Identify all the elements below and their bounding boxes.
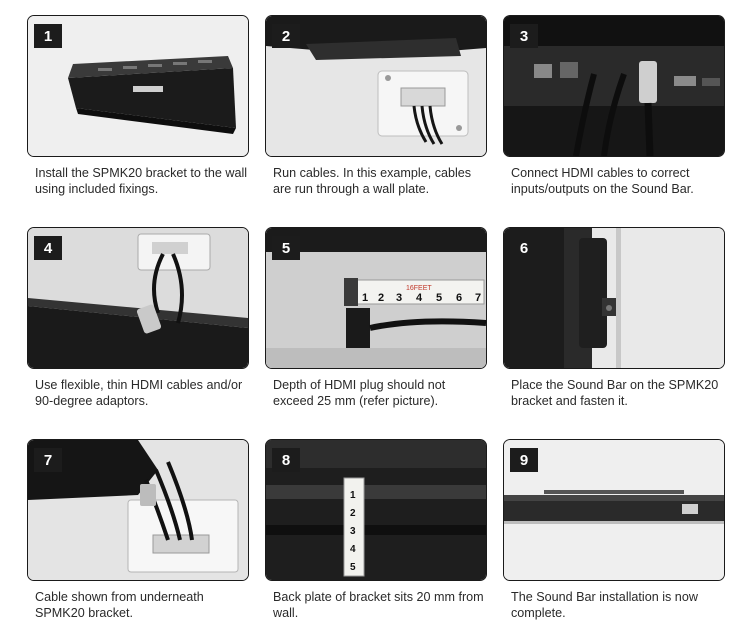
step-7-number: 7 xyxy=(34,448,62,472)
step-4-number: 4 xyxy=(34,236,62,260)
step-5-photo: 5 16FEET 1 2 3 4 5 6 7 xyxy=(265,227,487,369)
step-8-number: 8 xyxy=(272,448,300,472)
step-5: 5 16FEET 1 2 3 4 5 6 7 Depth of HDMI plu… xyxy=(265,227,489,409)
step-1: 1 Install the SPMK20 bracket to the wall… xyxy=(27,15,251,197)
step-8: 8 1 2 3 4 5 Back plate of bracket sits 2… xyxy=(265,439,489,621)
step-6-photo: 6 xyxy=(503,227,725,369)
tape-tick: 5 xyxy=(350,562,356,573)
tape-tick: 2 xyxy=(350,508,356,519)
tape-tick: 4 xyxy=(416,292,423,304)
step-3-photo: 3 xyxy=(503,15,725,157)
step-4-caption: Use flexible, thin HDMI cables and/or 90… xyxy=(35,378,243,408)
step-3: 3 Connect HDMI cables to correct inputs/… xyxy=(503,15,727,197)
tape-tick: 2 xyxy=(378,292,384,304)
step-1-photo: 1 xyxy=(27,15,249,157)
step-4: 4 Use flexible, thin HDMI cables and/or … xyxy=(27,227,251,409)
tape-tick: 5 xyxy=(436,292,442,304)
step-3-caption: Connect HDMI cables to correct inputs/ou… xyxy=(511,166,694,196)
step-2: 2 Run cables. In this example, cables ar… xyxy=(265,15,489,197)
step-1-caption: Install the SPMK20 bracket to the wall u… xyxy=(35,166,248,196)
step-2-number: 2 xyxy=(272,24,300,48)
hdmi-depth-photo: 16FEET 1 2 3 4 5 6 7 xyxy=(266,228,486,368)
tape-tick: 1 xyxy=(350,490,356,501)
bracket-gap-photo: 1 2 3 4 5 xyxy=(266,440,486,580)
tape-ticks-step5: 1 2 3 4 5 6 7 xyxy=(362,292,481,304)
place-soundbar-photo xyxy=(504,228,724,368)
step-3-number: 3 xyxy=(510,24,538,48)
step-6-number: 6 xyxy=(510,236,538,260)
underneath-view-photo xyxy=(28,440,248,580)
tape-tick: 1 xyxy=(362,292,368,304)
step-6-caption: Place the Sound Bar on the SPMK20 bracke… xyxy=(511,378,719,408)
tape-tick: 4 xyxy=(350,544,356,555)
flexible-cables-photo xyxy=(28,228,248,368)
step-7-caption: Cable shown from underneath SPMK20 brack… xyxy=(35,590,204,620)
step-9-caption: The Sound Bar installation is now comple… xyxy=(511,590,698,620)
step-8-caption: Back plate of bracket sits 20 mm from wa… xyxy=(273,590,484,620)
step-2-caption: Run cables. In this example, cables are … xyxy=(273,166,472,196)
tape-tick: 6 xyxy=(456,292,462,304)
step-9-photo: 9 xyxy=(503,439,725,581)
soundbar-ports-photo xyxy=(504,16,724,156)
step-9: 9 The Sound Bar installation is now comp… xyxy=(503,439,727,621)
installed-soundbar-photo xyxy=(504,440,724,580)
step-2-photo: 2 xyxy=(265,15,487,157)
tape-tick: 3 xyxy=(350,526,356,537)
wall-plate-photo xyxy=(266,16,486,156)
step-8-photo: 8 1 2 3 4 5 xyxy=(265,439,487,581)
tape-ticks-step8: 1 2 3 4 5 xyxy=(350,490,356,573)
step-6: 6 Place the Sound Bar on the SPMK20 brac… xyxy=(503,227,727,409)
step-7: 7 Cable shown from underneath SPMK20 bra… xyxy=(27,439,251,621)
tape-tick: 7 xyxy=(475,292,481,304)
step-5-caption: Depth of HDMI plug should not exceed 25 … xyxy=(273,378,446,408)
step-5-number: 5 xyxy=(272,236,300,260)
step-4-photo: 4 xyxy=(27,227,249,369)
tape-tick: 3 xyxy=(396,292,402,304)
step-1-number: 1 xyxy=(34,24,62,48)
tape-label-16feet: 16FEET xyxy=(406,285,432,292)
step-7-photo: 7 xyxy=(27,439,249,581)
step-9-number: 9 xyxy=(510,448,538,472)
bracket-photo xyxy=(28,16,248,156)
